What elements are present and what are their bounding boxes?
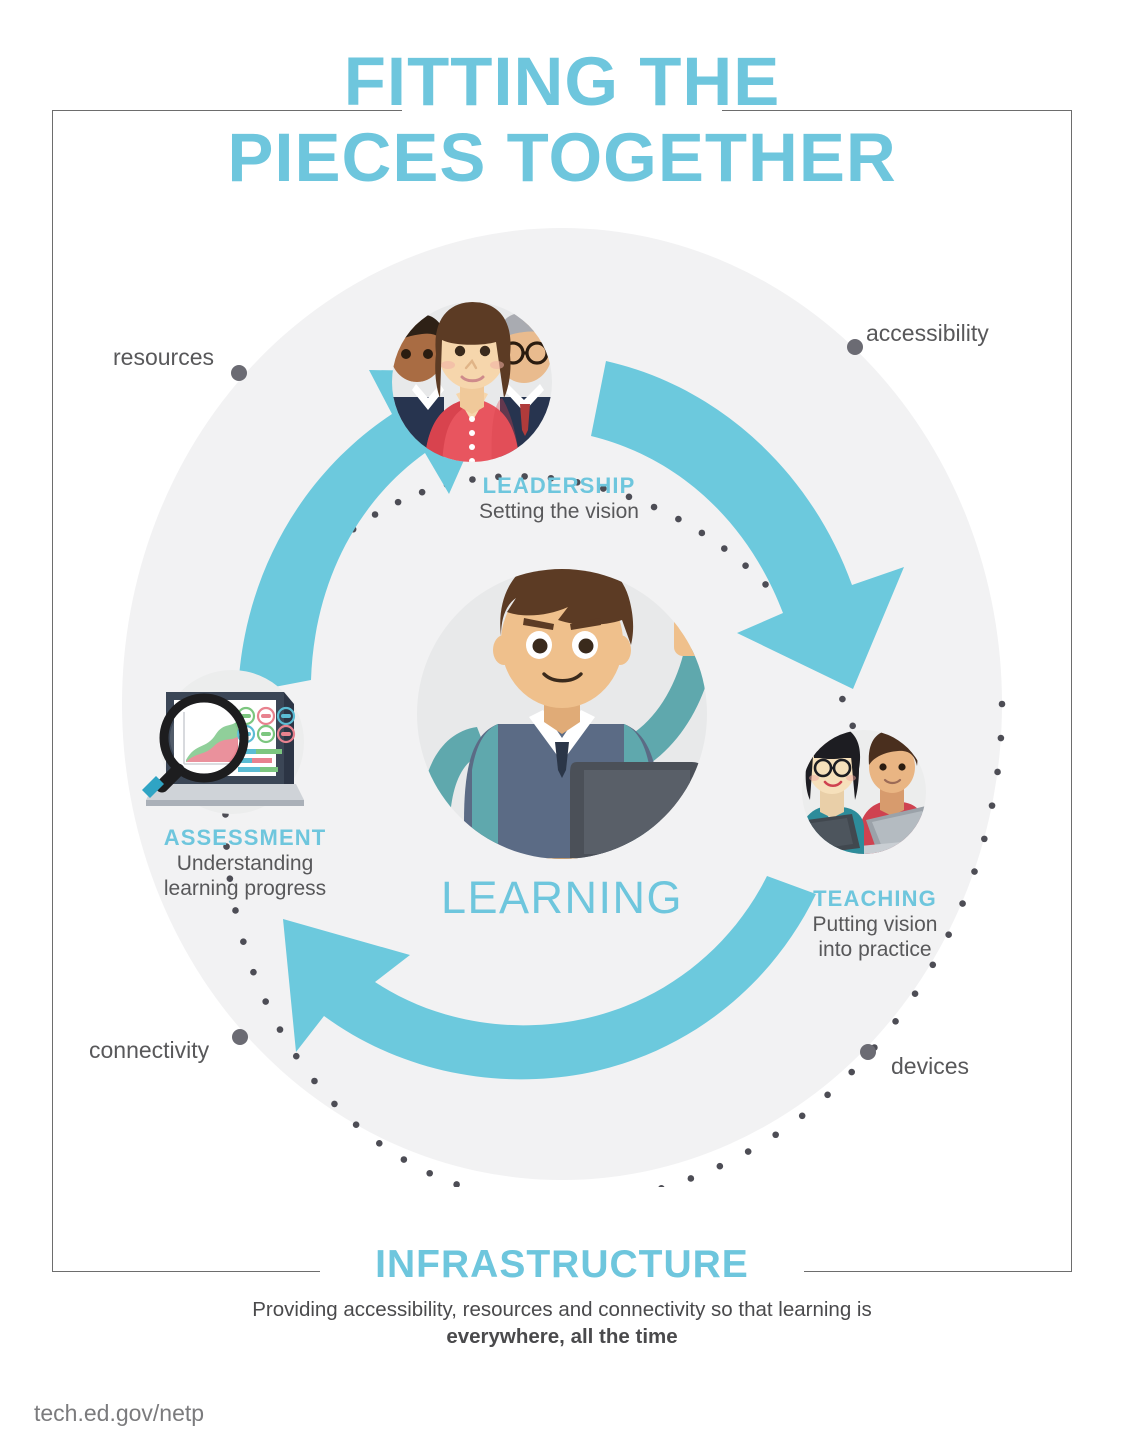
node-assessment: ASSESSMENT Understanding learning progre… [100,825,390,901]
node-assessment-subtitle-line-2: learning progress [163,877,327,900]
ring-dot-devices [860,1044,876,1060]
frame-top-left-rule [52,110,402,111]
frame-left-rule [52,110,53,1272]
infrastructure-description-line-1: Providing accessibility, resources and c… [252,1298,872,1321]
source-url: tech.ed.gov/netp [34,1400,205,1426]
assessment-icon-circle [142,670,304,814]
infrastructure-description: Providing accessibility, resources and c… [0,1296,1124,1350]
outer-label-resources: resources [113,344,214,370]
node-teaching: TEACHING Putting vision into practice [740,886,1010,962]
node-leadership-subtitle: Setting the vision [479,500,639,523]
ring-dot-connectivity [232,1029,248,1045]
frame-bottom-right-rule [804,1271,1072,1272]
node-teaching-subtitle-line-1: Putting vision [812,913,938,936]
page-title: FITTING THE PIECES TOGETHER [0,44,1124,196]
node-leadership: LEADERSHIP Setting the vision [394,473,724,524]
node-teaching-subtitle-line-2: into practice [818,938,932,961]
frame-top-right-rule [722,110,1072,111]
node-learning-title: LEARNING [440,872,684,923]
node-assessment-subtitle-line-1: Understanding [176,852,314,875]
infrastructure-description-line-2: everywhere, all the time [446,1325,678,1348]
infrastructure-heading: INFRASTRUCTURE [375,1243,749,1286]
outer-label-accessibility: accessibility [866,320,989,346]
node-assessment-title: ASSESSMENT [163,825,327,850]
node-teaching-title: TEACHING [813,886,937,911]
ring-dot-resources [231,365,247,381]
frame-right-rule [1071,110,1072,1272]
arrow-leadership-to-teaching [591,361,904,689]
page-title-line-2: PIECES TOGETHER [227,119,897,196]
laptop-chart-magnifier-icon [142,692,304,806]
cycle-diagram [92,222,1032,1187]
ring-marker-dots [231,339,876,1060]
node-leadership-title: LEADERSHIP [482,473,636,498]
frame-bottom-left-rule [52,1271,320,1272]
outer-label-connectivity: connectivity [89,1037,210,1063]
page-title-line-1: FITTING THE [343,43,781,120]
arrow-teaching-to-assessment [283,876,816,1080]
ring-dot-accessibility [847,339,863,355]
outer-label-devices: devices [891,1053,969,1079]
